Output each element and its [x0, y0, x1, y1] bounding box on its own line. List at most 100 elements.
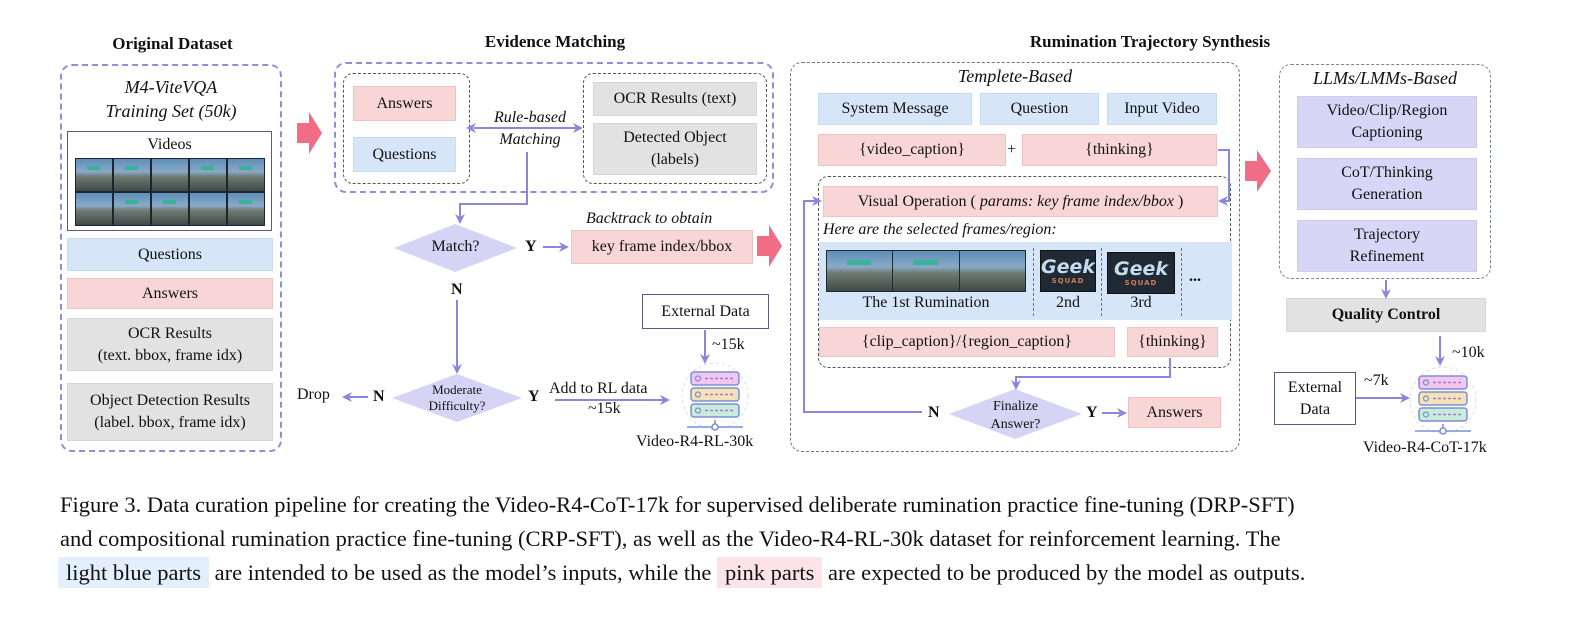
video-frame-thumbnail: [152, 159, 188, 191]
finalize-yes: Y: [1086, 404, 1098, 421]
visual-operation: Visual Operation ( params: key frame ind…: [823, 186, 1218, 217]
db-led: [694, 407, 702, 414]
moderate-difficulty-diamond: [392, 374, 522, 422]
video-frame-thumbnail: [114, 193, 150, 225]
video-frame-thumbnail: [76, 159, 112, 191]
db-decoration: [1409, 366, 1477, 434]
llm-item2-line1: CoT/Thinking: [1341, 164, 1433, 181]
geek-text: Geek: [1041, 256, 1096, 278]
caption-line3-end: are expected to be produced by the model…: [828, 560, 1306, 585]
second-rumination-label: 2nd: [1056, 294, 1080, 311]
divider: [1101, 248, 1102, 316]
squad-text: SQUAD: [1124, 279, 1158, 287]
question-input: Question: [980, 93, 1099, 125]
moderate-yes: Y: [528, 388, 540, 405]
video-frame-thumbnail: [152, 193, 188, 225]
match-label: Match?: [431, 238, 480, 255]
big-arrow-1: [297, 112, 322, 154]
video-frame-thumbnail: [114, 159, 150, 191]
geek-text: Geek: [1113, 258, 1168, 280]
ocr-line2: (text. bbox, frame idx): [97, 346, 243, 364]
ocr-line1: OCR Results: [127, 324, 212, 342]
external-line2: Data: [1299, 400, 1331, 418]
llm-item1-line2: Captioning: [1351, 124, 1423, 141]
moderate-line1: Moderate: [432, 382, 482, 397]
video-frame-thumbnail: [228, 159, 264, 191]
db-node: [1439, 427, 1447, 435]
db-led: [1422, 411, 1430, 418]
llm-item2-line2: Generation: [1351, 186, 1423, 203]
thinking-output-2: {thinking}: [1127, 327, 1218, 357]
drop-label: Drop: [297, 386, 330, 403]
cot-external-data: External Data: [1274, 372, 1356, 425]
video-frame-thumbnail: [228, 193, 264, 225]
divider: [1181, 248, 1182, 316]
more-ellipsis: ...: [1189, 268, 1201, 285]
finalize-line1: Finalize: [992, 399, 1039, 414]
original-ocr-results: OCR Results (text. bbox, frame idx): [67, 318, 273, 371]
final-answers: Answers: [1128, 397, 1221, 428]
evidence-source-group: [583, 73, 767, 184]
llm-trajectory-refinement: Trajectory Refinement: [1297, 220, 1477, 272]
original-dataset-panel: [60, 64, 282, 452]
db-node: [711, 423, 719, 431]
evidence-answers: Answers: [353, 86, 456, 121]
db-led: [1422, 379, 1430, 386]
visual-op-params: params: key frame index/bbox: [979, 192, 1174, 210]
original-answers: Answers: [67, 278, 273, 309]
system-message: System Message: [818, 93, 972, 125]
figure-caption-line2: and compositional rumination practice fi…: [60, 526, 1281, 551]
third-rumination-label: 3rd: [1130, 294, 1152, 311]
squad-text: SQUAD: [1051, 277, 1085, 285]
external-count: ~7k: [1364, 372, 1389, 389]
qc-count: ~10k: [1452, 344, 1485, 361]
rule-line2: Matching: [499, 131, 561, 148]
llm-panel: [1279, 64, 1491, 279]
figure-caption-line3: light blue parts are intended to be used…: [58, 556, 1305, 589]
pink-parts-highlight: pink parts: [717, 557, 823, 588]
original-object-detection: Object Detection Results (label. bbox, f…: [67, 383, 273, 441]
figure-caption-line1: Figure 3. Data curation pipeline for cre…: [60, 492, 1295, 517]
caption-line3-mid: are intended to be used as the model’s i…: [214, 560, 712, 585]
evidence-ocr-results: OCR Results (text): [593, 82, 757, 116]
template-based-title: Templete-Based: [957, 66, 1073, 86]
backtrack-label: Backtrack to obtain: [586, 210, 713, 227]
moderate-no: N: [373, 388, 385, 405]
rumination-panel: [790, 62, 1240, 452]
db-decoration: [681, 362, 749, 430]
visual-op-suffix: ): [1173, 192, 1184, 210]
evidence-matching-panel: [334, 62, 774, 193]
input-video: Input Video: [1107, 93, 1217, 125]
add-rl-count: ~15k: [588, 400, 621, 417]
rule-line1: Rule-based: [494, 109, 566, 126]
clip-region-caption: {clip_caption}/{region_caption}: [819, 327, 1115, 357]
finalize-no: N: [928, 404, 940, 421]
video-frame-thumbnail: [190, 159, 226, 191]
original-dataset-title: Original Dataset: [112, 34, 233, 53]
selected-frames-label: Here are the selected frames/region:: [823, 221, 1057, 238]
third-rumination-crop: Geek SQUAD: [1107, 252, 1175, 294]
db-led: [694, 375, 702, 382]
llm-item3-line2: Refinement: [1349, 248, 1425, 265]
llm-captioning: Video/Clip/Region Captioning: [1297, 96, 1477, 148]
quality-control: Quality Control: [1286, 298, 1486, 332]
video-frame-thumbnail: [76, 193, 112, 225]
llm-item3-line1: Trajectory: [1353, 226, 1421, 243]
big-arrow-3: [1245, 150, 1271, 192]
video-thumbnails-grid: [75, 158, 265, 226]
cot-database-icon: [1409, 366, 1477, 435]
moderate-difficulty-label: Moderate Difficulty?: [391, 382, 523, 414]
visual-op-prefix: Visual Operation (: [857, 192, 980, 210]
match-no: N: [451, 281, 463, 298]
plus-sign: +: [1007, 141, 1017, 158]
db-led: [694, 391, 702, 398]
det-obj-line1: Detected Object: [623, 129, 727, 146]
cot-dataset-name: Video-R4-CoT-17k: [1363, 439, 1487, 456]
llm-cot-generation: CoT/Thinking Generation: [1297, 158, 1477, 210]
rule-based-matching-label: Rule-based Matching: [480, 107, 580, 151]
keyframe-output: key frame index/bbox: [571, 230, 753, 264]
det-obj-line2: (labels): [651, 151, 699, 168]
evidence-detected-object: Detected Object (labels): [593, 123, 757, 175]
original-questions: Questions: [67, 238, 273, 271]
finalize-line2: Answer?: [990, 417, 1041, 432]
